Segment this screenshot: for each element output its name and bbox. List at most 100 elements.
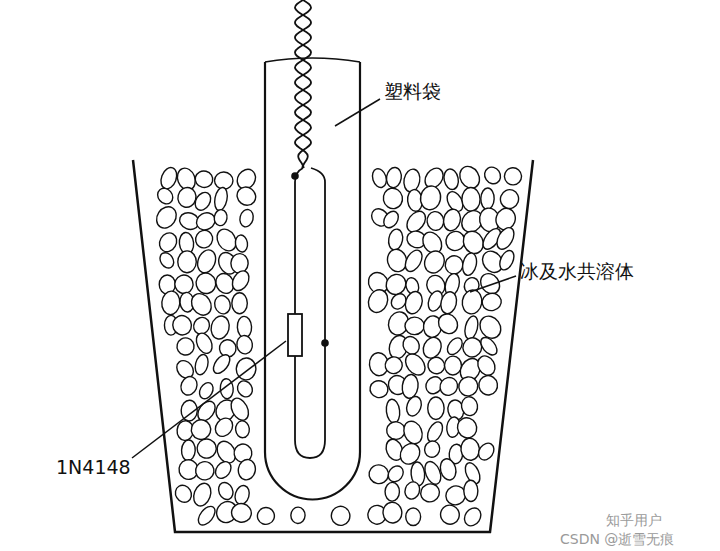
solder-dot xyxy=(321,339,329,347)
ice-piece xyxy=(181,440,196,461)
ice-piece xyxy=(444,356,461,375)
twisted-wire xyxy=(295,0,311,168)
ice-piece xyxy=(464,480,478,501)
ice-piece xyxy=(230,502,253,524)
ice-piece xyxy=(385,482,400,501)
ice-piece xyxy=(214,172,233,189)
part-label: 冰及水共溶体 xyxy=(520,260,634,283)
ice-piece xyxy=(192,190,214,213)
part-label: 1N4148 xyxy=(56,456,131,479)
ice-piece xyxy=(291,507,306,524)
ice-piece xyxy=(194,247,218,275)
ice-piece xyxy=(255,505,277,527)
ice-piece xyxy=(455,373,482,400)
ice-piece xyxy=(209,314,232,341)
twisted-wire-strand xyxy=(295,0,311,168)
ice-piece xyxy=(191,481,214,509)
ice-piece xyxy=(460,335,484,360)
leader-line xyxy=(470,276,516,292)
ice-piece xyxy=(481,164,503,187)
ice-piece xyxy=(194,271,218,296)
ice-piece xyxy=(367,463,390,485)
ice-piece xyxy=(172,482,194,505)
ice-piece xyxy=(213,186,229,211)
watermark: CSDN @逝雪无痕 xyxy=(560,531,674,548)
ice-piece xyxy=(463,315,480,341)
ice-piece xyxy=(494,225,518,252)
ice-piece xyxy=(170,313,195,338)
ice-piece xyxy=(478,334,500,357)
ice-piece xyxy=(212,459,234,482)
ice-piece xyxy=(460,396,479,417)
ice-piece xyxy=(178,374,200,397)
ice-piece xyxy=(437,374,462,399)
ice-piece xyxy=(368,379,389,400)
ice-piece xyxy=(194,436,219,461)
ice-piece xyxy=(497,248,517,272)
ice-piece xyxy=(232,293,248,314)
ice-piece xyxy=(235,420,250,438)
ice-piece xyxy=(228,395,252,423)
ice-piece xyxy=(461,505,484,529)
ice-piece xyxy=(504,167,522,185)
ice-piece xyxy=(477,374,499,396)
ice-piece xyxy=(194,460,216,482)
ice-piece xyxy=(381,209,402,231)
ice-piece xyxy=(425,419,446,444)
ice-piece xyxy=(386,421,406,441)
ice-piece xyxy=(174,335,197,358)
ice-piece xyxy=(155,185,176,207)
ice-piece xyxy=(438,457,458,482)
ice-piece xyxy=(153,203,181,232)
ice-piece xyxy=(212,294,232,316)
ice-piece xyxy=(197,380,216,401)
ice-piece xyxy=(460,289,483,316)
bag-opening xyxy=(265,58,360,62)
ice-piece xyxy=(443,254,465,277)
wire-loop xyxy=(295,168,325,458)
ice-piece xyxy=(403,289,425,315)
ice-piece xyxy=(422,439,441,459)
ice-piece xyxy=(212,415,236,440)
ice-piece xyxy=(230,253,248,273)
ice-piece xyxy=(421,248,448,276)
ice-piece xyxy=(192,227,216,251)
ice-piece xyxy=(403,480,422,501)
ice-piece xyxy=(189,417,213,442)
ice-piece xyxy=(329,504,352,527)
ice-piece xyxy=(460,437,481,461)
ice-piece xyxy=(476,312,505,342)
ice-piece xyxy=(401,418,426,446)
ice-piece xyxy=(365,287,391,315)
ice-piece xyxy=(426,211,445,232)
ice-piece xyxy=(435,310,462,337)
ice-piece xyxy=(481,188,495,210)
ice-piece xyxy=(193,169,214,189)
ice-piece xyxy=(428,397,444,419)
ice-piece xyxy=(385,166,403,188)
ice-piece xyxy=(210,352,233,377)
ice-piece xyxy=(438,502,463,527)
ice-piece xyxy=(235,378,256,400)
ice-piece xyxy=(462,187,481,211)
ice-piece xyxy=(158,165,179,191)
ice-piece xyxy=(156,230,180,255)
ice-piece xyxy=(229,268,252,294)
part-label: 塑料袋 xyxy=(384,80,441,103)
ice-piece xyxy=(405,317,425,335)
ice-piece xyxy=(387,228,404,251)
ice-piece xyxy=(188,290,216,319)
ice-piece xyxy=(454,414,480,441)
ice-piece xyxy=(401,373,420,399)
ice-piece xyxy=(195,503,218,528)
ice-piece xyxy=(442,168,460,191)
ice-piece xyxy=(233,183,259,209)
ice-piece xyxy=(382,502,402,524)
diode-symbol xyxy=(288,314,302,356)
ice-piece xyxy=(161,290,181,315)
ice-piece xyxy=(402,247,426,274)
ice-piece xyxy=(234,234,248,253)
ice-piece xyxy=(237,316,252,338)
leader-line xyxy=(132,341,286,458)
plastic-bag xyxy=(265,62,360,500)
